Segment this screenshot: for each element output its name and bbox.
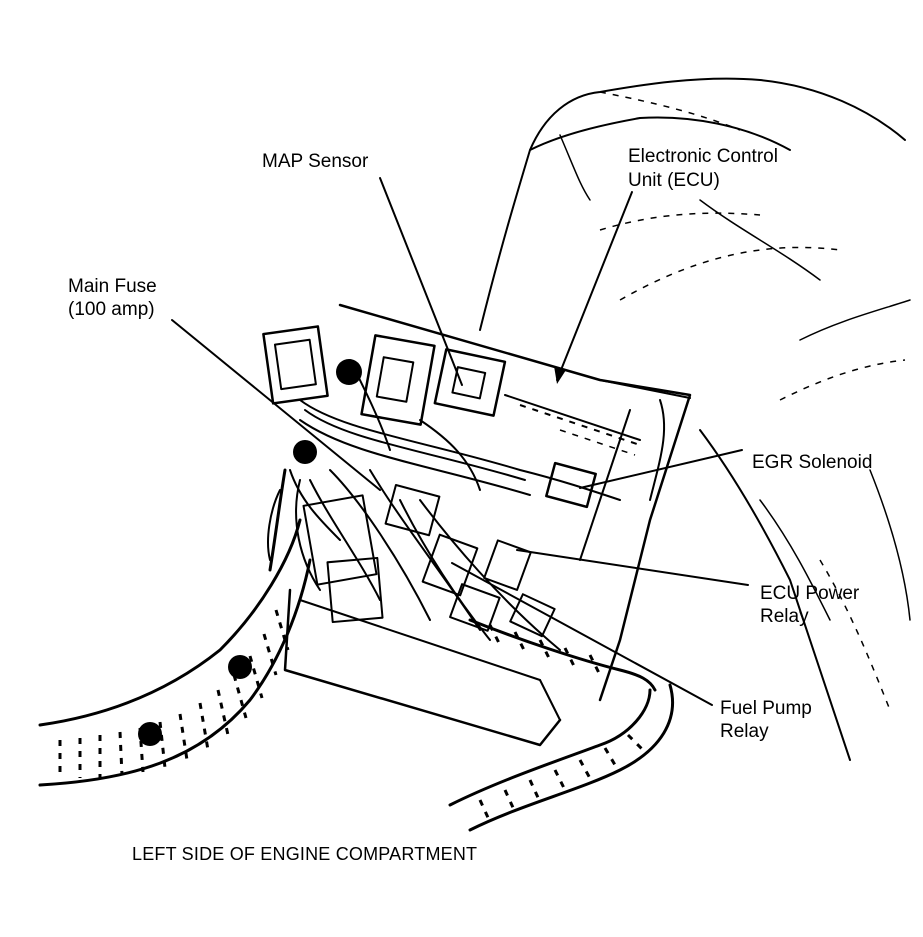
conduit-left [38,468,312,787]
label-ecu-line1: Electronic Control [628,146,778,167]
leader-map-sensor [379,177,463,386]
leader-main-fuse [171,319,381,491]
label-ecu-line2: Unit (ECU) [628,170,720,191]
ecu-box [338,303,692,702]
label-map-sensor: MAP Sensor [262,151,369,172]
wiring-harness [267,359,621,651]
leader-ecu-arrow [554,366,566,384]
leader-ecu-power-relay [516,549,749,586]
leader-fuel-pump-relay [451,562,713,706]
conduit-right [448,618,675,832]
leader-egr-solenoid [579,449,743,489]
label-ecu-power-relay-line1: ECU Power [760,583,860,604]
label-fuel-pump-relay-line2: Relay [720,721,769,742]
marker-dots [138,359,362,746]
connector-cluster [262,325,597,638]
leader-ecu [556,191,633,381]
figure-caption: LEFT SIDE OF ENGINE COMPARTMENT [132,844,478,864]
label-fuel-pump-relay-line1: Fuel Pump [720,698,812,719]
lower-tray [283,588,562,747]
label-ecu-power-relay-line2: Relay [760,606,809,627]
engine-body-outline [479,77,911,761]
label-main-fuse-line2: (100 amp) [68,299,155,320]
leader-lines [171,177,749,706]
label-egr-solenoid: EGR Solenoid [752,452,873,473]
label-main-fuse-line1: Main Fuse [68,276,157,297]
